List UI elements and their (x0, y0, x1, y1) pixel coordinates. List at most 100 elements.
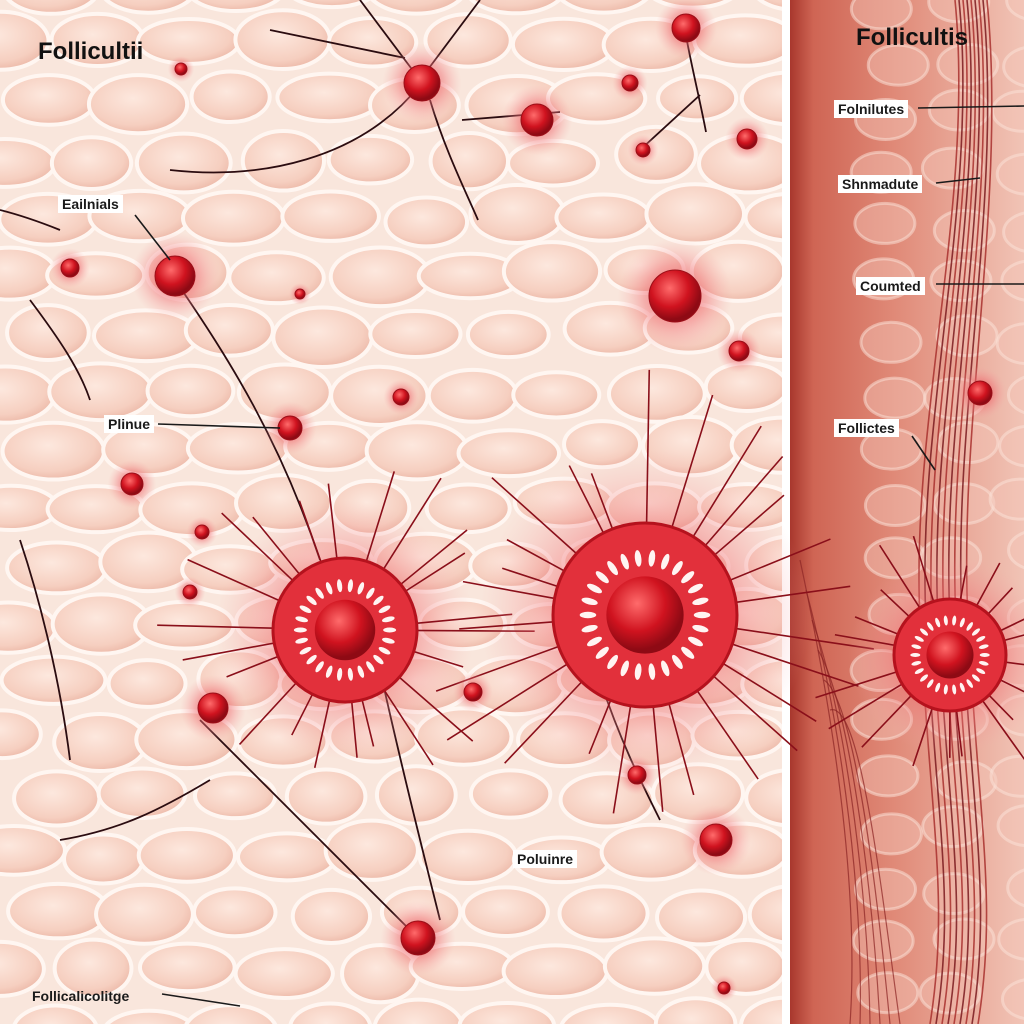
spot-core (728, 340, 750, 362)
skin-cell (426, 367, 520, 424)
pustule-dot (373, 595, 384, 606)
right-panel-title: Follicultis (856, 24, 969, 51)
radiating-hair (459, 620, 563, 630)
skin-cell (849, 0, 913, 31)
spot-core (635, 142, 651, 158)
pustule-dot (336, 579, 343, 593)
skin-cell (280, 189, 381, 243)
leader-lines (134, 105, 1024, 1007)
radiating-hair (854, 616, 904, 637)
spot-core (967, 380, 993, 406)
skin-cell (995, 322, 1024, 366)
pustule-dot (325, 582, 333, 595)
pustule-dot (681, 571, 695, 584)
spot-core (736, 128, 758, 150)
radiating-hair (252, 516, 305, 581)
skin-cell (323, 818, 420, 882)
hair-fiber (823, 679, 891, 1024)
skin-cell (293, 0, 372, 10)
lesion-core (926, 631, 974, 679)
radiating-hair (815, 669, 903, 699)
skin-cell (996, 804, 1024, 847)
spot-core (120, 472, 144, 496)
small-red-spots (50, 0, 1007, 1002)
pustule-dot (672, 561, 683, 576)
skin-cell (932, 482, 996, 526)
skin-cell (135, 17, 242, 66)
skin-cell (106, 658, 188, 709)
spot-core (621, 74, 639, 92)
pustule-dot (926, 679, 934, 688)
hair-line (269, 29, 406, 59)
skin-cell (859, 320, 923, 364)
skin-cell (374, 764, 458, 826)
skin-cell (424, 482, 512, 535)
pustule-dot (911, 661, 922, 666)
pustule-dot (595, 646, 609, 659)
skin-cell (655, 888, 748, 947)
spot-core (60, 258, 80, 278)
radiating-hair (994, 676, 1024, 693)
radiating-hair (359, 692, 375, 747)
pustule-dot (378, 605, 391, 614)
pustule-dot (366, 587, 375, 599)
pustule-dot (943, 615, 948, 626)
skin-cell (145, 363, 236, 419)
red-spot (50, 248, 90, 288)
radiating-hair (726, 585, 851, 605)
skin-cell (1005, 0, 1024, 20)
pustule-dot (315, 587, 324, 599)
skin-cell (501, 943, 610, 1000)
pustule-dot (978, 661, 989, 666)
red-spot (655, 0, 717, 59)
follicle-lesion (435, 369, 874, 814)
pustule-dot (607, 561, 618, 576)
radiating-hair (378, 477, 442, 576)
red-spot (131, 232, 219, 320)
spot-core (699, 823, 733, 857)
red-spot (612, 65, 648, 101)
spot-core (197, 692, 229, 724)
skin-cell (180, 189, 286, 247)
pustule-dot (692, 624, 709, 633)
hair-line (19, 539, 71, 761)
pustule-dot (920, 674, 929, 682)
red-spot (717, 329, 761, 373)
lesion-core (314, 599, 376, 661)
pustule-dot (952, 615, 957, 626)
radiating-hair (978, 695, 1024, 760)
radiating-hair (912, 535, 936, 608)
skin-cell (12, 1003, 98, 1024)
radiating-hair (393, 671, 474, 742)
skin-cell (86, 73, 190, 136)
radiating-hair (313, 693, 332, 768)
skin-cell (1000, 978, 1024, 1020)
radiating-hair (698, 455, 784, 553)
skin-cell (137, 941, 237, 994)
red-spot (725, 117, 769, 161)
label-follicalicolitge: Follicalicolitge (32, 988, 130, 1004)
pustule-dot (688, 583, 703, 594)
pustule-dot (382, 637, 395, 644)
pustule-dot (910, 653, 921, 657)
label-plinue: Plinue (104, 415, 155, 433)
skin-cell (854, 867, 918, 911)
skin-cell (275, 71, 384, 124)
label-poluinre: Poluinre (513, 850, 578, 868)
skin-cell (103, 0, 193, 15)
pustule-dot (681, 646, 695, 659)
panel-divider (782, 0, 790, 1024)
skin-cell (468, 183, 567, 245)
skin-cell (189, 69, 272, 125)
radiating-hair (645, 369, 651, 533)
red-spot (180, 675, 246, 741)
radiating-hair (506, 538, 573, 577)
pustule-dot (383, 627, 397, 633)
skin-cell (12, 769, 102, 828)
pustule-dot (914, 635, 924, 642)
leader-line-eailnials (134, 214, 171, 261)
pustule-dot (943, 684, 948, 695)
pustule-dot (295, 616, 308, 623)
red-spot (627, 134, 659, 166)
skin-cell (62, 832, 145, 886)
